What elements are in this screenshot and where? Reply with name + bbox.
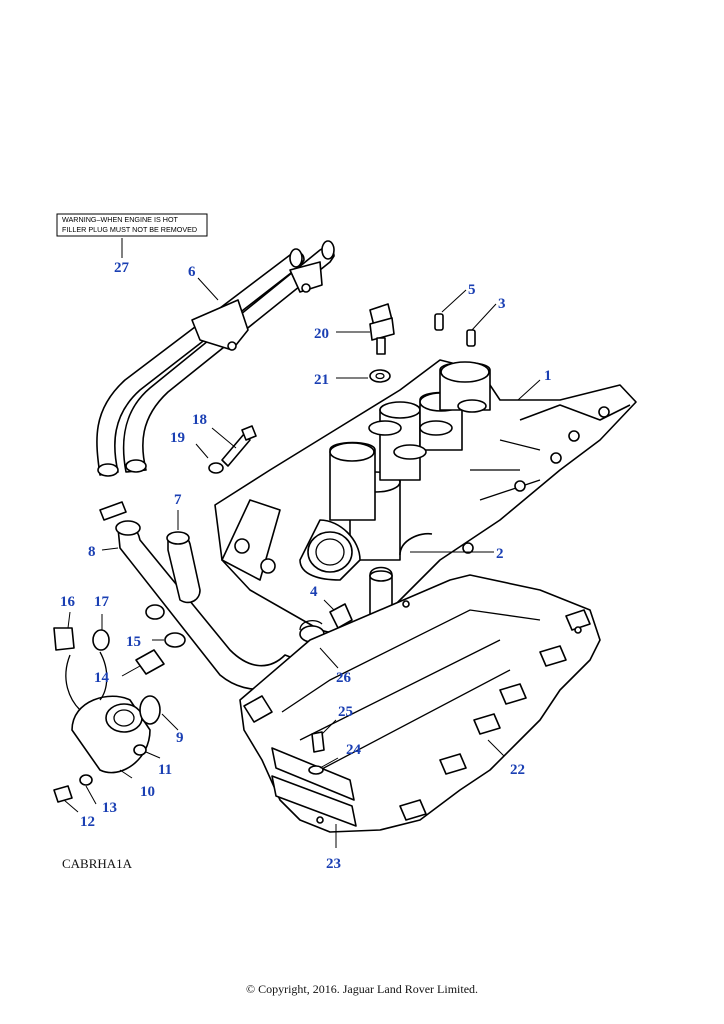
gasket-strips [271,731,357,827]
warning-label: WARNING–WHEN ENGINE IS HOT FILLER PLUG M… [56,213,208,237]
callout-22: 22 [510,762,525,778]
callout-1: 1 [544,368,552,384]
callout-3: 3 [498,296,506,312]
callout-16: 16 [60,594,76,610]
warning-label-line2: FILLER PLUG MUST NOT BE REMOVED [62,225,197,234]
callout-21: 21 [314,372,329,388]
callout-5: 5 [468,282,476,298]
leader-lines [63,238,541,848]
callout-17: 17 [94,594,110,610]
warning-label-line1: WARNING–WHEN ENGINE IS HOT [62,215,179,224]
manifold-gasket [239,574,601,833]
callout-12: 12 [80,814,95,830]
callout-20: 20 [314,326,329,342]
callout-15: 15 [126,634,141,650]
coolant-pipes [96,240,335,477]
callout-25: 25 [338,704,353,720]
callout-13: 13 [102,800,117,816]
callout-10: 10 [140,784,155,800]
callout-14: 14 [94,670,110,686]
callout-labels: 1 2 3 4 5 6 7 8 9 10 11 12 13 14 15 16 1… [60,260,552,872]
callout-26: 26 [336,670,352,686]
callout-11: 11 [158,762,172,778]
callout-2: 2 [496,546,504,562]
dowels [434,313,476,347]
callout-4: 4 [310,584,318,600]
callout-9: 9 [176,730,184,746]
callout-23: 23 [326,856,341,872]
callout-27: 27 [114,260,130,276]
bolt-and-washer [208,425,257,474]
callout-24: 24 [346,742,362,758]
callout-6: 6 [188,264,196,280]
temperature-sensor [369,303,395,383]
callout-8: 8 [88,544,96,560]
callout-7: 7 [174,492,182,508]
copyright-notice: © Copyright, 2016. Jaguar Land Rover Lim… [245,982,479,996]
callout-19: 19 [170,430,185,446]
figure-reference-code: CABRHA1A [62,856,133,871]
thermostat-housing-group [53,604,186,803]
callout-18: 18 [192,412,207,428]
